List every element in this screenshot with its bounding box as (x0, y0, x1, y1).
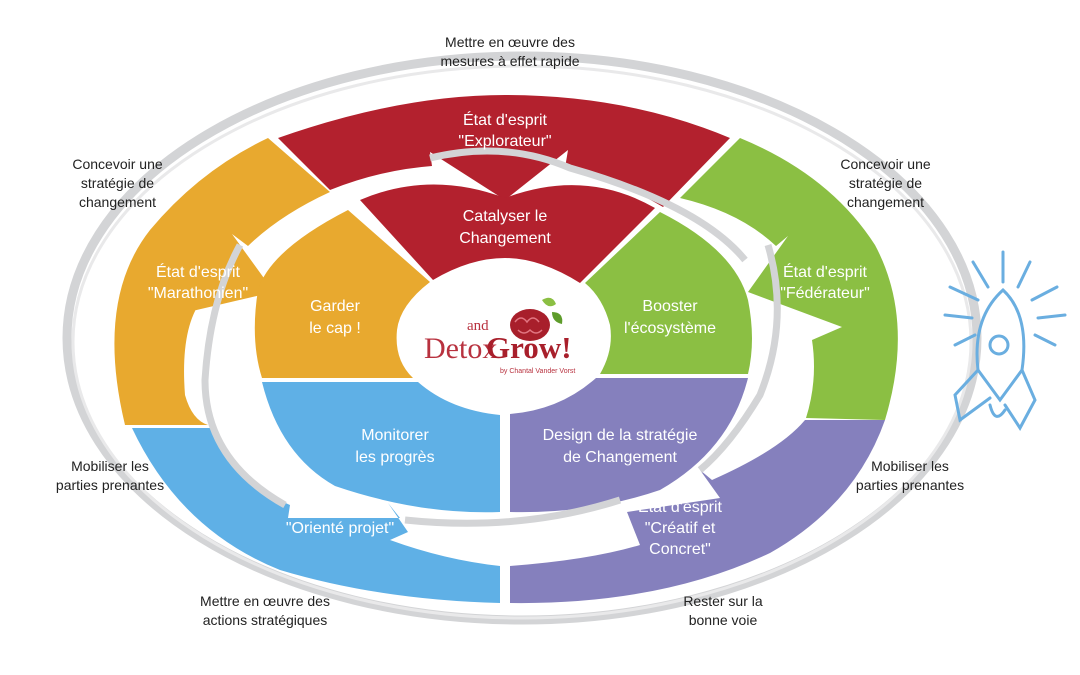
segment-catalyser (360, 184, 655, 283)
segment-oriente-projet (132, 428, 500, 603)
logo-brain-icon (510, 297, 563, 341)
mindset-federateur: État d'esprit"Fédérateur" (780, 264, 870, 302)
rocket-icon (943, 250, 1067, 431)
cycle-arrow-top (429, 147, 748, 263)
mindset-marathonien: État d'esprit"Marathonien" (147, 264, 249, 302)
segment-monitorer (262, 382, 500, 513)
logo-grow-text: Grow! (486, 330, 572, 365)
segment-federateur (680, 138, 898, 420)
logo-and-text: and (467, 318, 489, 334)
logo-byline: by Chantal Vander Vorst (500, 368, 576, 375)
cycle-arrow-bottom (404, 496, 622, 527)
mindset-oriente-projet: État d'esprit"Orienté projet" (285, 499, 395, 537)
mindset-explorateur: État d'esprit"Explorateur" (458, 112, 552, 150)
segment-booster (585, 212, 752, 374)
segment-design (510, 378, 748, 513)
segment-garder (254, 210, 430, 378)
cycle-arrow-right (697, 244, 781, 473)
segment-creatif (510, 420, 885, 604)
detox-and-grow-logo: and Detox Grow! by Chantal Vander Vorst (420, 290, 585, 400)
outer-ring-shadow (71, 64, 973, 620)
cycle-arrow-left (201, 243, 287, 509)
logo-detox-text: Detox (424, 332, 498, 365)
